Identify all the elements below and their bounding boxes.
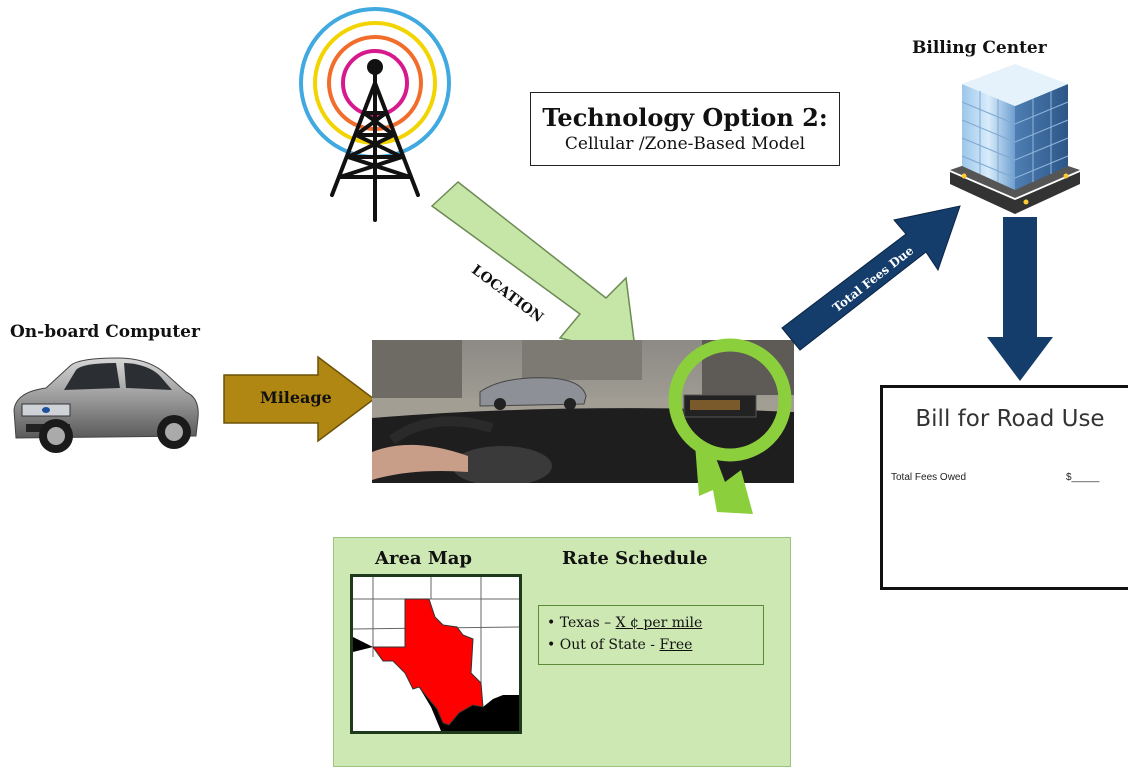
billing-center-label: Billing Center (912, 38, 1047, 58)
cell-tower-icon (299, 7, 451, 222)
bullet: • (547, 615, 556, 631)
mileage-label: Mileage (260, 388, 332, 407)
rate-region: Texas – (559, 615, 616, 631)
rate-line-texas: • Texas – X ¢ per mile (547, 612, 755, 634)
bill-document: Bill for Road Use Total Fees Owed $_____ (880, 385, 1128, 590)
car-icon (13, 357, 199, 453)
diagram-title: Technology Option 2: (542, 103, 828, 132)
onboard-computer-label: On-board Computer (10, 322, 200, 342)
rate-value: Free (659, 637, 693, 653)
rate-schedule-box: • Texas – X ¢ per mile • Out of State - … (538, 605, 764, 665)
bill-row-value: $_____ (1066, 472, 1100, 483)
area-map-heading: Area Map (375, 548, 473, 569)
area-map (350, 574, 522, 734)
rate-line-out-of-state: • Out of State - Free (547, 634, 755, 656)
rate-region: Out of State - (559, 637, 660, 653)
bill-title: Bill for Road Use (915, 406, 1105, 432)
texas-map (353, 577, 519, 731)
bill-row: Total Fees Owed $_____ (891, 472, 1121, 483)
rate-schedule-heading: Rate Schedule (562, 548, 708, 569)
total-fees-arrow (781, 205, 961, 351)
building-icon (950, 64, 1080, 214)
highlight-ring (668, 338, 792, 514)
title-box: Technology Option 2: Cellular /Zone-Base… (530, 92, 840, 166)
location-arrow (430, 181, 637, 357)
down-arrow (987, 217, 1053, 381)
diagram-subtitle: Cellular /Zone-Based Model (564, 134, 806, 154)
mileage-arrow (223, 355, 376, 443)
bullet: • (547, 637, 556, 653)
rate-value: X ¢ per mile (615, 615, 703, 631)
bill-row-label: Total Fees Owed (891, 472, 967, 483)
